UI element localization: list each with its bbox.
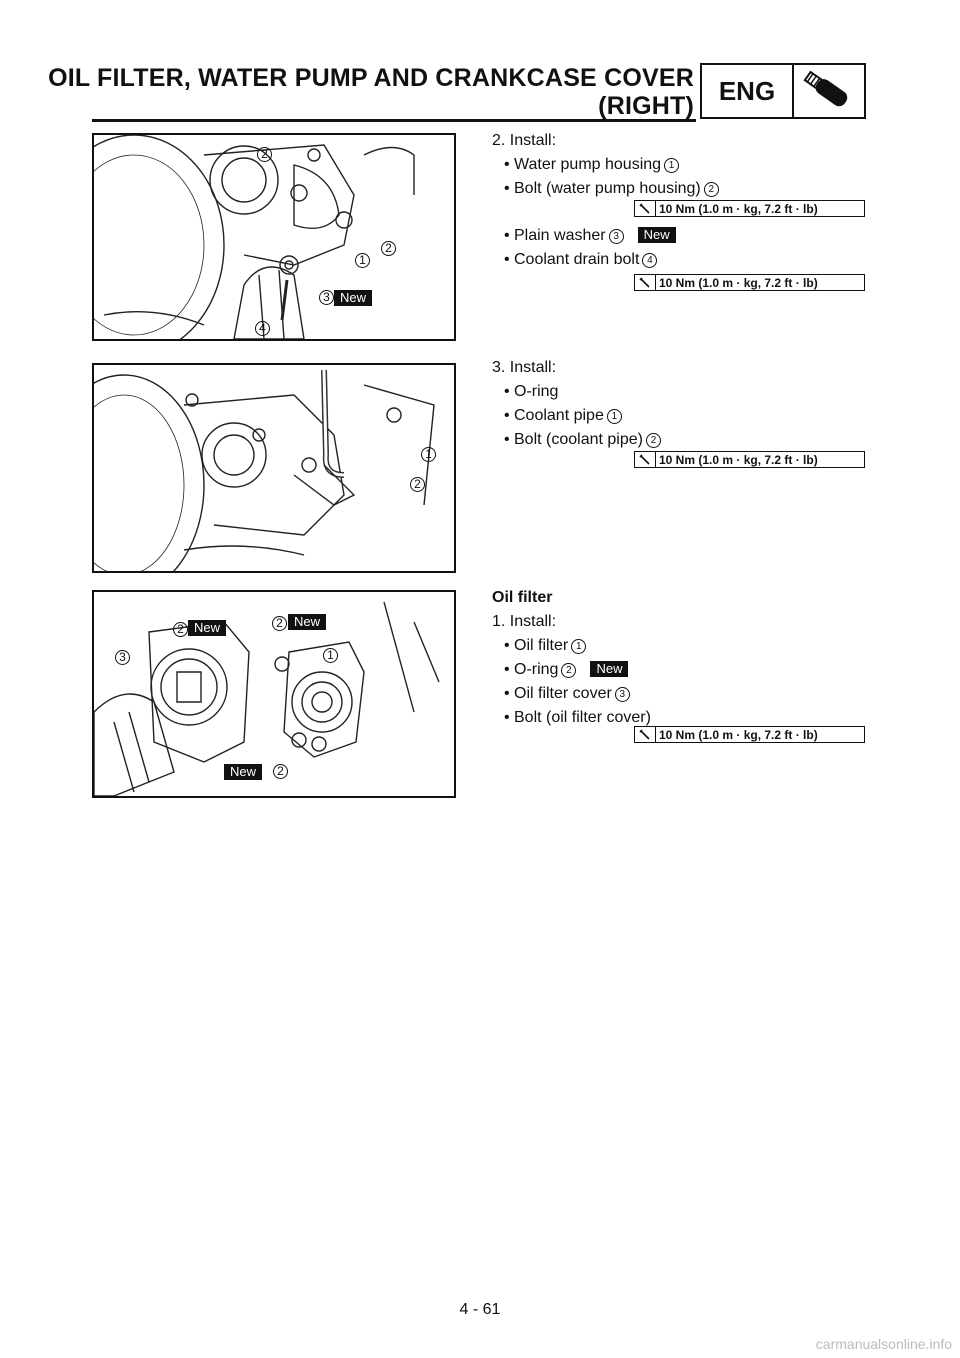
new-badge: New — [590, 661, 629, 677]
watermark: carmanualsonline.info — [815, 1336, 952, 1352]
callout-2: 2 — [257, 147, 272, 162]
section-tab: ENG — [700, 63, 866, 119]
callout-3: 3 — [319, 290, 334, 305]
page-title-line2: (RIGHT) — [598, 92, 694, 120]
torque-wrench-icon — [635, 452, 656, 467]
ref-number: 2 — [561, 663, 577, 678]
torque-wrench-icon — [635, 727, 656, 742]
ref-number: 4 — [642, 253, 658, 268]
ref-number: 3 — [614, 687, 630, 702]
torque-spec: 10 Nm (1.0 m · kg, 7.2 ft · lb) — [634, 726, 865, 743]
list-item: Bolt (oil filter cover) — [492, 706, 651, 730]
torque-wrench-icon — [635, 201, 656, 216]
callout-2: 2 — [381, 241, 396, 256]
page-title-line1: OIL FILTER, WATER PUMP AND CRANKCASE COV… — [48, 64, 694, 92]
new-badge: New — [288, 614, 327, 630]
torque-spec: 10 Nm (1.0 m · kg, 7.2 ft · lb) — [634, 200, 865, 217]
oil-step-label: 1. Install: — [492, 613, 557, 630]
ref-number: 1 — [606, 409, 622, 424]
list-item: Bolt (coolant pipe)2 — [492, 428, 661, 452]
figure-water-pump-housing: 2 2 1 3 New 4 — [92, 133, 456, 341]
callout-4: 4 — [255, 321, 270, 336]
callout-1: 1 — [323, 648, 338, 663]
torque-wrench-icon — [635, 275, 656, 290]
engine-wrench-icon — [794, 65, 864, 117]
ref-number: 1 — [571, 639, 587, 654]
callout-1: 1 — [421, 447, 436, 462]
step-3-label: 3. Install: — [492, 359, 557, 376]
callout-2: 2 — [410, 477, 425, 492]
section-heading: Oil filter — [492, 589, 553, 606]
ref-number: 2 — [645, 433, 661, 448]
new-badge: New — [188, 620, 227, 636]
section-label: ENG — [702, 65, 794, 117]
ref-number: 2 — [703, 182, 719, 197]
callout-3: 3 — [115, 650, 130, 665]
title-rule — [92, 119, 696, 122]
page-number: 4 - 61 — [459, 1301, 501, 1318]
step-2-label: 2. Install: — [492, 132, 557, 149]
figure-coolant-pipe: 1 2 — [92, 363, 456, 573]
figure-oil-filter: 2 New 2 New 3 1 New 2 — [92, 590, 456, 798]
callout-2: 2 — [173, 622, 188, 637]
list-item: Bolt (water pump housing)2 — [492, 177, 719, 201]
callout-2: 2 — [272, 616, 287, 631]
new-badge: New — [334, 290, 373, 306]
ref-number: 1 — [664, 158, 680, 173]
ref-number: 3 — [608, 229, 624, 244]
torque-spec: 10 Nm (1.0 m · kg, 7.2 ft · lb) — [634, 451, 865, 468]
torque-spec: 10 Nm (1.0 m · kg, 7.2 ft · lb) — [634, 274, 865, 291]
new-badge: New — [637, 227, 676, 243]
page-title: OIL FILTER, WATER PUMP AND CRANKCASE COV… — [48, 64, 694, 120]
list-item: O-ring — [492, 380, 661, 404]
callout-2: 2 — [273, 764, 288, 779]
new-badge: New — [224, 764, 263, 780]
callout-1: 1 — [355, 253, 370, 268]
